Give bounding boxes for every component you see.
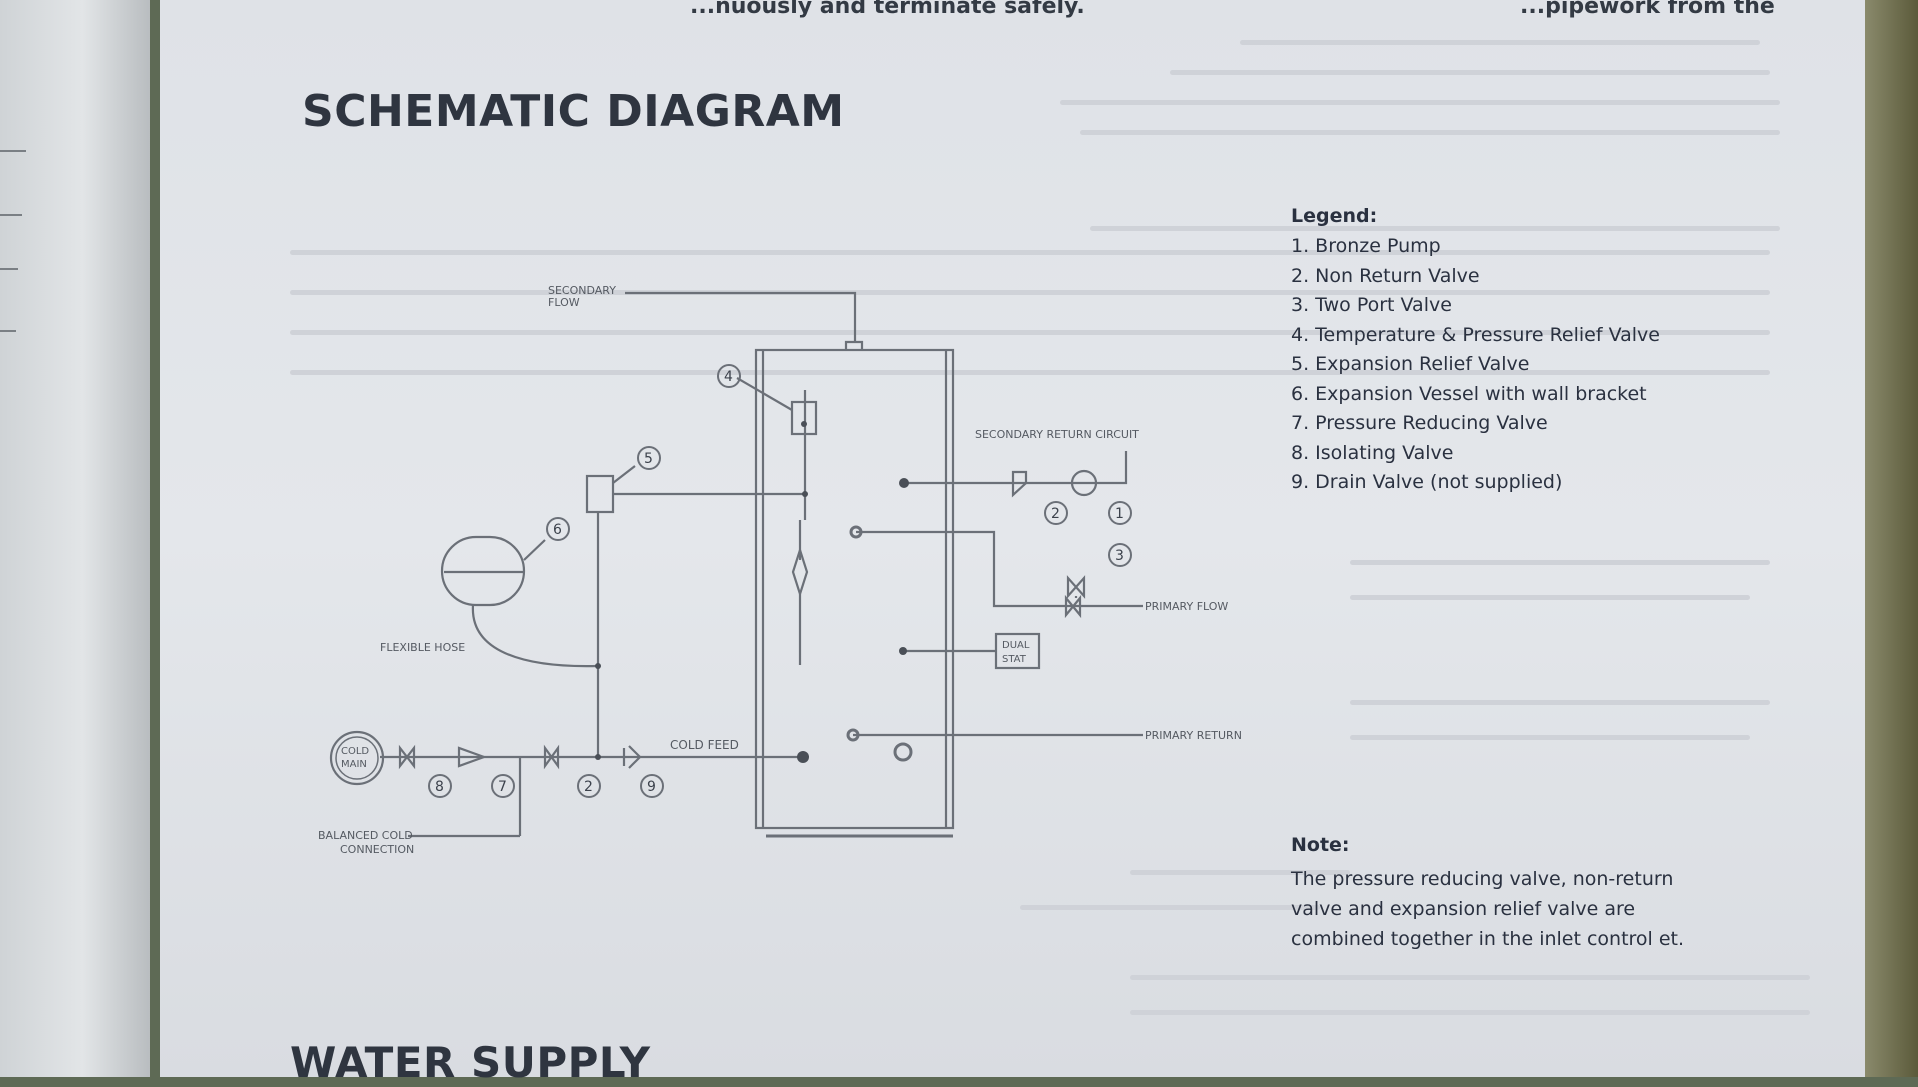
pump-symbol	[1070, 469, 1098, 497]
primary-return-label: PRIMARY RETURN	[1145, 729, 1242, 742]
component-number: 4	[724, 369, 733, 385]
cold-main-label-2: MAIN	[341, 759, 367, 770]
legend-item: 6. Expansion Vessel with wall bracket	[1291, 382, 1647, 405]
coil-element	[791, 546, 809, 598]
legend-item: 7. Pressure Reducing Valve	[1291, 412, 1548, 434]
page-edge-mark	[0, 150, 26, 152]
dual-stat-label-2: STAT	[1002, 654, 1027, 665]
expansion-relief-valve-symbol	[585, 474, 615, 514]
component-number: 2	[1051, 506, 1060, 522]
two-port-valve-symbol	[1066, 575, 1086, 599]
cold-main-symbol	[329, 730, 385, 786]
note-title: Note:	[1291, 834, 1350, 856]
note-body: The pressure reducing valve, non-return …	[1291, 868, 1685, 950]
legend-item: 1. Bronze Pump	[1291, 235, 1441, 257]
tp-relief-valve-symbol	[790, 400, 818, 436]
page-edge-mark	[0, 214, 22, 216]
page-edge-mark	[0, 268, 18, 270]
previous-text-fragment: ...nuously and terminate safely.	[690, 0, 1085, 19]
flexible-hose-label: FLEXIBLE HOSE	[380, 641, 465, 654]
legend-item: 9. Drain Valve (not supplied)	[1291, 471, 1563, 493]
balanced-cold-label: BALANCED COLD	[318, 829, 413, 842]
section-title: SCHEMATIC DIAGRAM	[302, 86, 845, 137]
component-number: 7	[498, 779, 507, 795]
primary-flow-label: PRIMARY FLOW	[1145, 600, 1228, 613]
page-edge-mark	[0, 330, 16, 332]
legend-item: 5. Expansion Relief Valve	[1291, 353, 1530, 375]
document-page	[160, 0, 1865, 1077]
cold-feed-label: COLD FEED	[670, 738, 739, 752]
flexible-hose	[471, 604, 599, 668]
component-number: 2	[584, 779, 593, 795]
secondary-flow-label: SECONDARY	[548, 284, 616, 297]
secondary-return-label: SECONDARY RETURN CIRCUIT	[975, 428, 1139, 441]
dual-stat-box	[994, 632, 1041, 670]
legend-item: 2. Non Return Valve	[1291, 264, 1480, 287]
component-number: 5	[644, 451, 653, 467]
component-number: 1	[1115, 506, 1124, 522]
dual-stat-label: DUAL	[1002, 640, 1030, 651]
component-number: 3	[1115, 548, 1124, 564]
legend-item: 3. Two Port Valve	[1291, 294, 1452, 316]
non-return-valve-symbol	[1011, 470, 1028, 498]
legend-title: Legend:	[1291, 205, 1378, 227]
previous-text-fragment-right: ...pipework from the	[1520, 0, 1775, 19]
component-number: 6	[553, 522, 562, 538]
secondary-flow-label-2: FLOW	[548, 296, 580, 309]
component-number: 8	[435, 779, 444, 795]
legend-item: 8. Isolating Valve	[1291, 441, 1454, 464]
cold-main-label: COLD	[341, 746, 369, 757]
component-number: 9	[647, 779, 656, 795]
note: Note: The pressure reducing valve, non-r…	[1291, 834, 1711, 954]
legend: Legend: 1. Bronze Pump 2. Non Return Val…	[1291, 205, 1660, 501]
cylinder	[754, 348, 955, 830]
left-page-edge	[0, 0, 150, 1077]
legend-item: 4. Temperature & Pressure Relief Valve	[1291, 323, 1660, 346]
background-surface	[1865, 0, 1918, 1077]
balanced-cold-label-2: CONNECTION	[340, 843, 414, 856]
